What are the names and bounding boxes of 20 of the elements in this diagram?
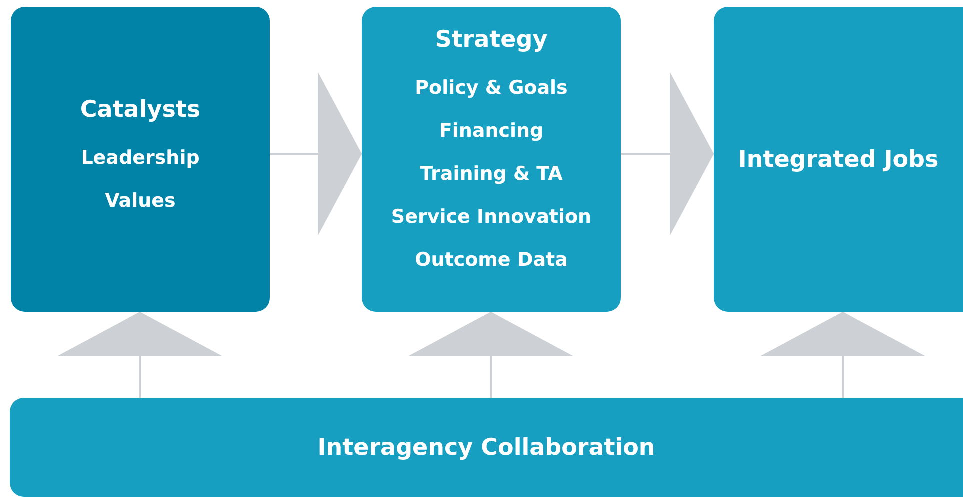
heading: Strategy (435, 27, 548, 53)
chevron-arrow (621, 72, 714, 236)
heading: Interagency Collaboration (318, 434, 656, 460)
list-item: Outcome Data (415, 248, 568, 273)
chevron-arrow (761, 312, 925, 398)
chevron-arrow (270, 72, 362, 236)
list-item: Training & TA (420, 162, 563, 187)
chevron-arrow (58, 312, 222, 398)
stage-box (11, 7, 270, 312)
stage-box (362, 7, 621, 312)
foundation-bar (10, 398, 963, 497)
list-item: Leadership (81, 146, 200, 170)
list-item: Service Innovation (391, 205, 592, 230)
heading: Catalysts (80, 96, 201, 122)
stage-box (714, 7, 963, 312)
list-item: Policy & Goals (415, 76, 568, 101)
list-item: Financing (439, 119, 544, 144)
heading: Integrated Jobs (738, 146, 939, 172)
list-item: Values (105, 188, 176, 214)
chevron-arrow (409, 312, 573, 398)
